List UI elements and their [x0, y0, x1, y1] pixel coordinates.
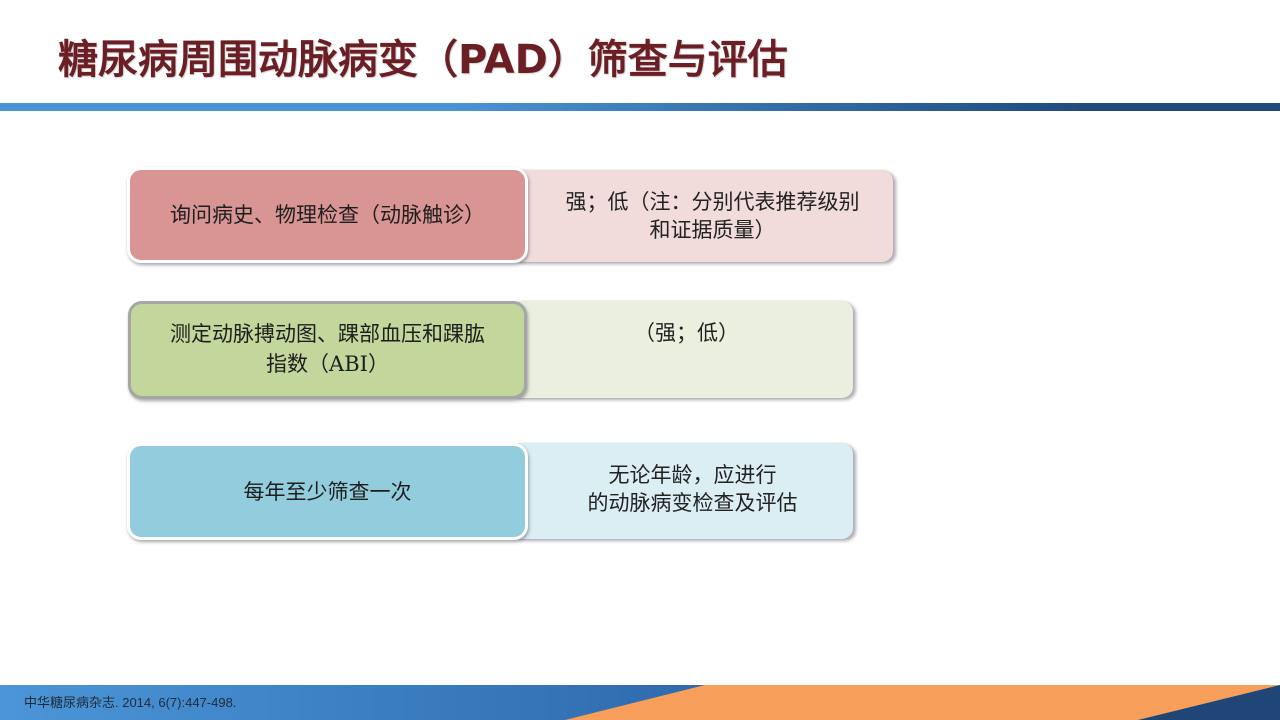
evidence-grade-text-3: 无论年龄，应进行 的动脉病变检查及评估	[587, 463, 798, 515]
evidence-grade-box-3: 无论年龄，应进行 的动脉病变检查及评估	[510, 443, 853, 539]
footer-band: 中华糖尿病杂志. 2014, 6(7):447-498.	[0, 685, 1280, 720]
screening-item-text-3: 每年至少筛查一次	[243, 479, 412, 504]
screening-item-box-3: 每年至少筛查一次	[127, 443, 528, 540]
evidence-grade-box-1: 强；低（注：分别代表推荐级别 和证据质量）	[510, 170, 893, 262]
title-divider-bar	[0, 103, 1280, 111]
evidence-grade-box-2: （强；低）	[510, 301, 853, 398]
screening-item-text-2: 测定动脉搏动图、踝部血压和踝肱 指数（ABI）	[170, 322, 485, 376]
screening-item-text-1: 询问病史、物理检查（动脉触诊）	[170, 203, 485, 227]
evidence-grade-text-2: （强；低）	[634, 321, 739, 345]
evidence-grade-text-1: 强；低（注：分别代表推荐级别 和证据质量）	[565, 190, 860, 242]
footer-decoration	[0, 685, 1280, 720]
footer-citation: 中华糖尿病杂志. 2014, 6(7):447-498.	[24, 695, 237, 710]
screening-item-box-2: 测定动脉搏动图、踝部血压和踝肱 指数（ABI）	[128, 301, 527, 399]
slide-title: 糖尿病周围动脉病变（PAD）筛查与评估	[58, 37, 788, 83]
screening-item-box-1: 询问病史、物理检查（动脉触诊）	[127, 167, 528, 263]
